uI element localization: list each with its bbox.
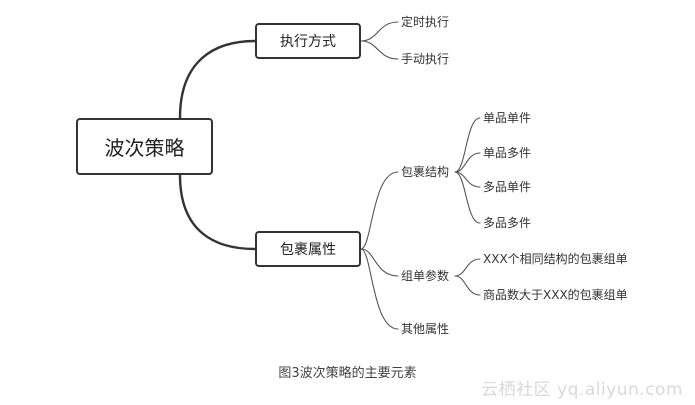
- watermark: 云栖社区 yq.aliyun.com: [481, 380, 683, 400]
- branch-node-package-attributes: 包裹属性: [255, 231, 361, 267]
- leaf-multi-item-multi-piece: 多品多件: [483, 216, 532, 230]
- connector-structure-to-item-2: [454, 152, 481, 173]
- connector-structure-to-item-1: [454, 117, 481, 173]
- leaf-item-count-grouping: 商品数大于XXX的包裹组单: [483, 288, 628, 302]
- subnode-package-structure: 包裹结构: [401, 165, 450, 179]
- connector-params-to-item-2: [454, 275, 481, 296]
- connector-branch-2-to-child-2: [360, 248, 399, 277]
- leaf-single-item-multi-piece: 单品多件: [483, 146, 532, 160]
- root-node: 波次策略: [76, 118, 213, 175]
- leaf-single-item-single-piece: 单品单件: [483, 111, 532, 125]
- connector-branch-1-to-child-1: [360, 21, 399, 42]
- connector-root-to-branch-1: [178, 39, 257, 120]
- connector-branch-2-to-child-3: [360, 248, 399, 330]
- figure-caption: 图3波次策略的主要元素: [278, 366, 417, 381]
- connector-root-to-branch-2: [178, 173, 257, 251]
- leaf-manual-execution: 手动执行: [401, 52, 450, 66]
- connector-structure-to-item-4: [454, 171, 481, 224]
- connector-branch-1-to-child-2: [360, 40, 399, 60]
- connector-params-to-item-1: [454, 258, 481, 277]
- subnode-grouping-params: 组单参数: [401, 269, 450, 283]
- branch-node-execution: 执行方式: [255, 23, 361, 59]
- leaf-same-structure-grouping: XXX个相同结构的包裹组单: [483, 252, 628, 266]
- connector-branch-2-to-child-1: [360, 171, 399, 250]
- leaf-other-attributes: 其他属性: [401, 322, 450, 336]
- leaf-scheduled-execution: 定时执行: [401, 15, 450, 29]
- leaf-multi-item-single-piece: 多品单件: [483, 180, 532, 194]
